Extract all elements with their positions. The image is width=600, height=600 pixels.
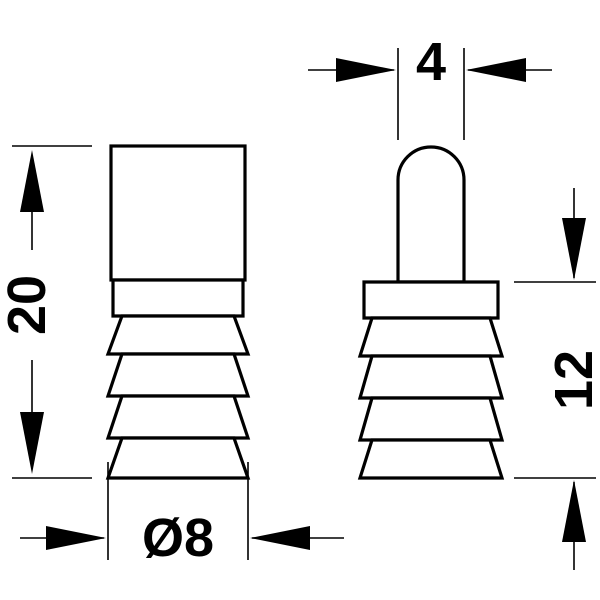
arrow-right bbox=[46, 526, 106, 550]
right-height-dimension: 12 bbox=[514, 188, 600, 570]
left-diameter-dimension: Ø8 bbox=[20, 462, 344, 568]
right-plug-pin bbox=[396, 145, 466, 284]
right-height-label: 12 bbox=[544, 350, 600, 410]
left-plug-rib-2 bbox=[105, 314, 251, 356]
left-plug-rib-3 bbox=[105, 352, 251, 398]
arrow-up bbox=[20, 150, 44, 212]
right-plug-rib-4 bbox=[357, 396, 505, 442]
left-plug-rib-1 bbox=[111, 278, 245, 318]
arrow-up bbox=[562, 480, 586, 542]
arrow-left bbox=[250, 526, 310, 550]
left-height-dimension: 20 bbox=[0, 145, 92, 479]
left-plug-rib-4 bbox=[105, 394, 251, 440]
right-width-dimension: 4 bbox=[308, 32, 552, 140]
right-plug bbox=[357, 145, 505, 480]
left-plug bbox=[105, 144, 251, 480]
left-height-label: 20 bbox=[0, 275, 57, 335]
right-width-label: 4 bbox=[416, 32, 446, 92]
left-plug-rib-5 bbox=[105, 436, 251, 480]
left-plug-head bbox=[109, 144, 247, 282]
left-diameter-label: Ø8 bbox=[142, 508, 214, 568]
right-plug-rib-1 bbox=[362, 280, 500, 320]
arrow-down bbox=[562, 218, 586, 280]
right-plug-rib-2 bbox=[357, 316, 505, 358]
arrow-left bbox=[466, 58, 526, 82]
arrow-down bbox=[20, 412, 44, 474]
right-plug-rib-5 bbox=[357, 438, 505, 480]
right-plug-rib-3 bbox=[357, 354, 505, 400]
arrow-right bbox=[336, 58, 396, 82]
